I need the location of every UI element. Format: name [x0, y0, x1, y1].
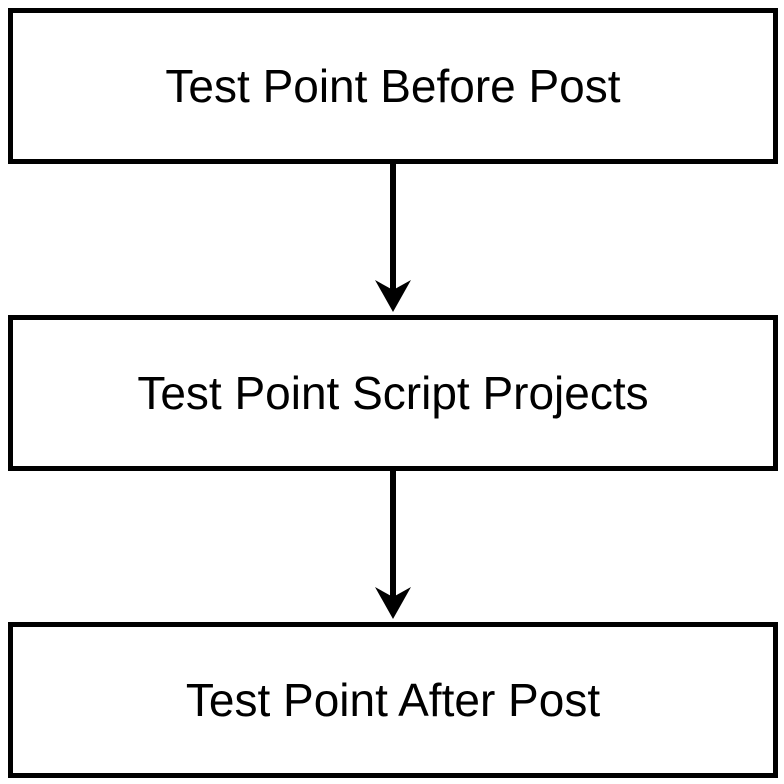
flow-box-before-post: Test Point Before Post [8, 8, 778, 164]
flow-box-script-projects: Test Point Script Projects [8, 315, 778, 471]
arrowhead-icon [375, 587, 411, 619]
flow-box-label: Test Point After Post [185, 674, 601, 726]
flow-box-label: Test Point Before Post [165, 60, 621, 112]
arrow-script-to-after [375, 468, 411, 619]
arrow-before-to-script [375, 161, 411, 312]
flow-box-label: Test Point Script Projects [137, 367, 649, 419]
flow-box-after-post: Test Point After Post [8, 622, 778, 778]
arrowhead-icon [375, 280, 411, 312]
